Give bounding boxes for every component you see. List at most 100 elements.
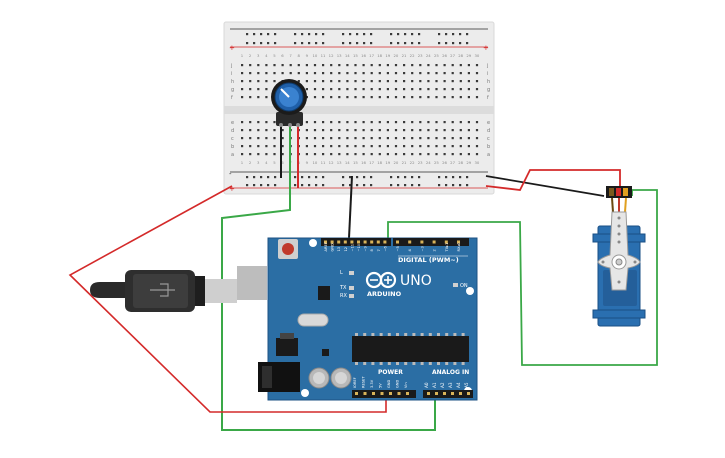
analog-pin[interactable] <box>467 392 470 395</box>
terminal-hole[interactable] <box>322 88 325 91</box>
terminal-hole[interactable] <box>273 137 276 140</box>
terminal-hole[interactable] <box>459 64 462 67</box>
terminal-hole[interactable] <box>297 64 300 67</box>
terminal-hole[interactable] <box>273 72 276 75</box>
terminal-hole[interactable] <box>257 145 260 148</box>
terminal-hole[interactable] <box>330 72 333 75</box>
terminal-hole[interactable] <box>338 129 341 132</box>
rail-hole[interactable] <box>438 184 441 187</box>
rail-hole[interactable] <box>349 42 352 45</box>
terminal-hole[interactable] <box>330 145 333 148</box>
terminal-hole[interactable] <box>443 137 446 140</box>
terminal-hole[interactable] <box>435 72 438 75</box>
terminal-hole[interactable] <box>362 64 365 67</box>
rail-hole[interactable] <box>404 42 407 45</box>
rail-hole[interactable] <box>370 184 373 187</box>
terminal-hole[interactable] <box>330 96 333 99</box>
terminal-hole[interactable] <box>443 145 446 148</box>
terminal-hole[interactable] <box>241 64 244 67</box>
terminal-hole[interactable] <box>475 72 479 75</box>
rail-hole[interactable] <box>370 42 373 45</box>
terminal-hole[interactable] <box>443 96 446 99</box>
rail-hole[interactable] <box>322 184 325 187</box>
terminal-hole[interactable] <box>273 64 276 67</box>
terminal-hole[interactable] <box>297 72 300 75</box>
rail-hole[interactable] <box>308 33 311 36</box>
terminal-hole[interactable] <box>459 88 462 91</box>
rail-hole[interactable] <box>438 176 441 179</box>
terminal-hole[interactable] <box>330 88 333 91</box>
terminal-hole[interactable] <box>467 121 470 124</box>
terminal-hole[interactable] <box>435 137 438 140</box>
terminal-hole[interactable] <box>322 153 325 156</box>
terminal-hole[interactable] <box>273 153 276 156</box>
rail-hole[interactable] <box>445 184 448 187</box>
terminal-hole[interactable] <box>427 145 430 148</box>
rail-hole[interactable] <box>274 42 277 45</box>
terminal-hole[interactable] <box>370 137 373 140</box>
terminal-hole[interactable] <box>354 129 357 132</box>
rail-hole[interactable] <box>466 176 469 179</box>
rail-hole[interactable] <box>301 33 304 36</box>
terminal-hole[interactable] <box>370 88 373 91</box>
terminal-hole[interactable] <box>435 145 438 148</box>
terminal-hole[interactable] <box>305 64 308 67</box>
rail-hole[interactable] <box>322 33 325 36</box>
rail-hole[interactable] <box>404 176 407 179</box>
terminal-hole[interactable] <box>313 137 317 140</box>
terminal-hole[interactable] <box>362 80 365 83</box>
terminal-hole[interactable] <box>241 96 244 99</box>
terminal-hole[interactable] <box>257 64 260 67</box>
terminal-hole[interactable] <box>451 80 454 83</box>
terminal-hole[interactable] <box>394 88 398 91</box>
rail-hole[interactable] <box>356 184 359 187</box>
power-pin[interactable] <box>363 392 367 395</box>
rail-hole[interactable] <box>308 184 311 187</box>
terminal-hole[interactable] <box>322 137 325 140</box>
terminal-hole[interactable] <box>370 129 373 132</box>
servo-signal-wire[interactable] <box>387 189 658 366</box>
rail-hole[interactable] <box>459 176 462 179</box>
terminal-hole[interactable] <box>338 96 341 99</box>
digital-pin[interactable] <box>457 240 460 244</box>
terminal-hole[interactable] <box>459 153 462 156</box>
digital-pin[interactable] <box>376 240 380 244</box>
usb-cable-icon[interactable] <box>90 266 267 312</box>
rail-hole[interactable] <box>301 184 304 187</box>
terminal-hole[interactable] <box>305 80 308 83</box>
power-pin[interactable] <box>397 392 401 395</box>
terminal-hole[interactable] <box>257 137 260 140</box>
terminal-hole[interactable] <box>330 153 333 156</box>
terminal-hole[interactable] <box>346 96 349 99</box>
digital-pin[interactable] <box>370 240 374 244</box>
rail-hole[interactable] <box>322 176 325 179</box>
terminal-hole[interactable] <box>257 80 260 83</box>
terminal-hole[interactable] <box>411 121 414 124</box>
terminal-hole[interactable] <box>330 80 333 83</box>
terminal-hole[interactable] <box>411 72 414 75</box>
rail-hole[interactable] <box>411 42 414 45</box>
terminal-hole[interactable] <box>403 153 406 156</box>
terminal-hole[interactable] <box>386 88 389 91</box>
rail-hole[interactable] <box>294 33 297 36</box>
terminal-hole[interactable] <box>273 121 276 124</box>
terminal-hole[interactable] <box>403 64 406 67</box>
terminal-hole[interactable] <box>427 153 430 156</box>
terminal-hole[interactable] <box>338 80 341 83</box>
terminal-hole[interactable] <box>451 88 454 91</box>
rail-hole[interactable] <box>294 184 297 187</box>
terminal-hole[interactable] <box>419 80 422 83</box>
terminal-hole[interactable] <box>265 145 268 148</box>
terminal-hole[interactable] <box>338 88 341 91</box>
rail-hole[interactable] <box>452 33 455 36</box>
rail-hole[interactable] <box>274 176 277 179</box>
terminal-hole[interactable] <box>249 80 252 83</box>
terminal-hole[interactable] <box>354 80 357 83</box>
terminal-hole[interactable] <box>346 88 349 91</box>
terminal-hole[interactable] <box>394 96 398 99</box>
rail-hole[interactable] <box>390 33 393 36</box>
terminal-hole[interactable] <box>451 145 454 148</box>
terminal-hole[interactable] <box>338 64 341 67</box>
servo-motor[interactable] <box>592 186 646 327</box>
